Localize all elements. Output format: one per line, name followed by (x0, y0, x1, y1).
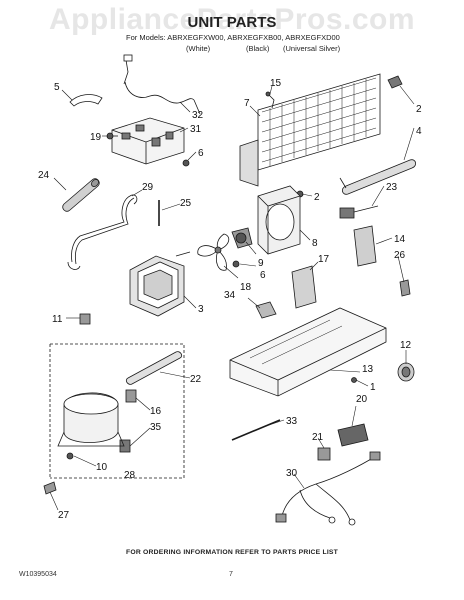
callout-26: 26 (394, 250, 406, 261)
part-4-defrost-heater (339, 159, 416, 195)
callout-23: 23 (386, 182, 398, 193)
part-31-relay-bracket (111, 117, 185, 165)
part-18-fan-blade (197, 233, 230, 271)
page-number: 7 (229, 571, 233, 578)
callout-6-b: 6 (260, 270, 266, 281)
part-7-evaporator (239, 73, 381, 187)
callout-7: 7 (244, 98, 250, 109)
callout-6-a: 6 (198, 148, 204, 159)
callout-8: 8 (312, 238, 318, 249)
callout-29: 29 (142, 182, 154, 193)
callout-33: 33 (286, 416, 298, 427)
part-29-drain-tube (67, 194, 138, 270)
part-32-heater-harness (123, 54, 201, 115)
callout-11: 11 (52, 314, 63, 325)
part-33-rod (231, 419, 281, 441)
part-8-fan-shroud (257, 185, 301, 255)
callout-22: 22 (190, 374, 202, 385)
variant-black: (Black) (246, 44, 270, 53)
part-34-pad (255, 301, 277, 319)
part-13-base-pan (229, 307, 387, 397)
part-3-condenser (129, 251, 191, 317)
callout-34: 34 (224, 290, 236, 301)
part-28-compressor-assembly (49, 343, 185, 479)
model-list: For Models: ABRXEGFXW00, ABRXEGFXB00, AB… (126, 33, 340, 42)
part-15-heater (265, 91, 275, 109)
callout-20: 20 (356, 394, 368, 405)
callout-30: 30 (286, 468, 298, 479)
ordering-info-note: FOR ORDERING INFORMATION REFER TO PARTS … (125, 549, 339, 556)
part-1-grommet (351, 377, 357, 383)
callout-31: 31 (190, 124, 202, 135)
callout-16: 16 (150, 406, 162, 417)
callout-2-b: 2 (314, 192, 320, 203)
part-12-motor (397, 362, 415, 382)
part-5-clip (69, 94, 103, 107)
part-2-screw-a (387, 75, 403, 89)
callout-3: 3 (198, 304, 204, 315)
callout-15: 15 (270, 78, 282, 89)
callout-5: 5 (54, 82, 60, 93)
part-23-thermostat (339, 205, 379, 219)
part-14-insulation (353, 225, 377, 267)
callout-35: 35 (150, 422, 162, 433)
watermark: AppliancePartsPros.com (48, 3, 416, 36)
callout-21: 21 (312, 432, 324, 443)
callout-19: 19 (90, 132, 102, 143)
document-number: W10395034 (19, 571, 57, 578)
callout-4: 4 (416, 126, 422, 137)
callout-18: 18 (240, 282, 252, 293)
variant-white: (White) (186, 44, 211, 53)
part-30-wire-harness (275, 451, 381, 526)
variant-universal-silver: (Universal Silver) (283, 44, 341, 53)
part-21-connector (317, 447, 331, 461)
part-compressor (57, 392, 125, 460)
page-title: UNIT PARTS (187, 14, 277, 31)
part-17-filter (291, 265, 317, 309)
part-6-screw-a (182, 159, 190, 167)
callout-1: 1 (370, 382, 376, 393)
part-24-tube-insulation (62, 178, 100, 212)
part-11-clamp (79, 313, 91, 325)
callout-13: 13 (362, 364, 374, 375)
callout-32: 32 (192, 110, 204, 121)
callout-2-a: 2 (416, 104, 422, 115)
part-16-relay (125, 389, 137, 403)
part-22-drier (125, 351, 183, 385)
callout-10: 10 (96, 462, 108, 473)
callout-9: 9 (258, 258, 264, 269)
callout-24: 24 (38, 170, 50, 181)
part-6-screw-b (232, 260, 240, 268)
callout-17: 17 (318, 254, 330, 265)
part-20-pad (337, 423, 369, 447)
callout-12: 12 (400, 340, 412, 351)
callout-28: 28 (124, 470, 136, 481)
part-27-clip (43, 481, 57, 495)
part-26-clip (399, 279, 411, 297)
callout-25: 25 (180, 198, 192, 209)
callout-14: 14 (394, 234, 406, 245)
callout-27: 27 (58, 510, 70, 521)
part-9-fan-motor (231, 227, 253, 249)
